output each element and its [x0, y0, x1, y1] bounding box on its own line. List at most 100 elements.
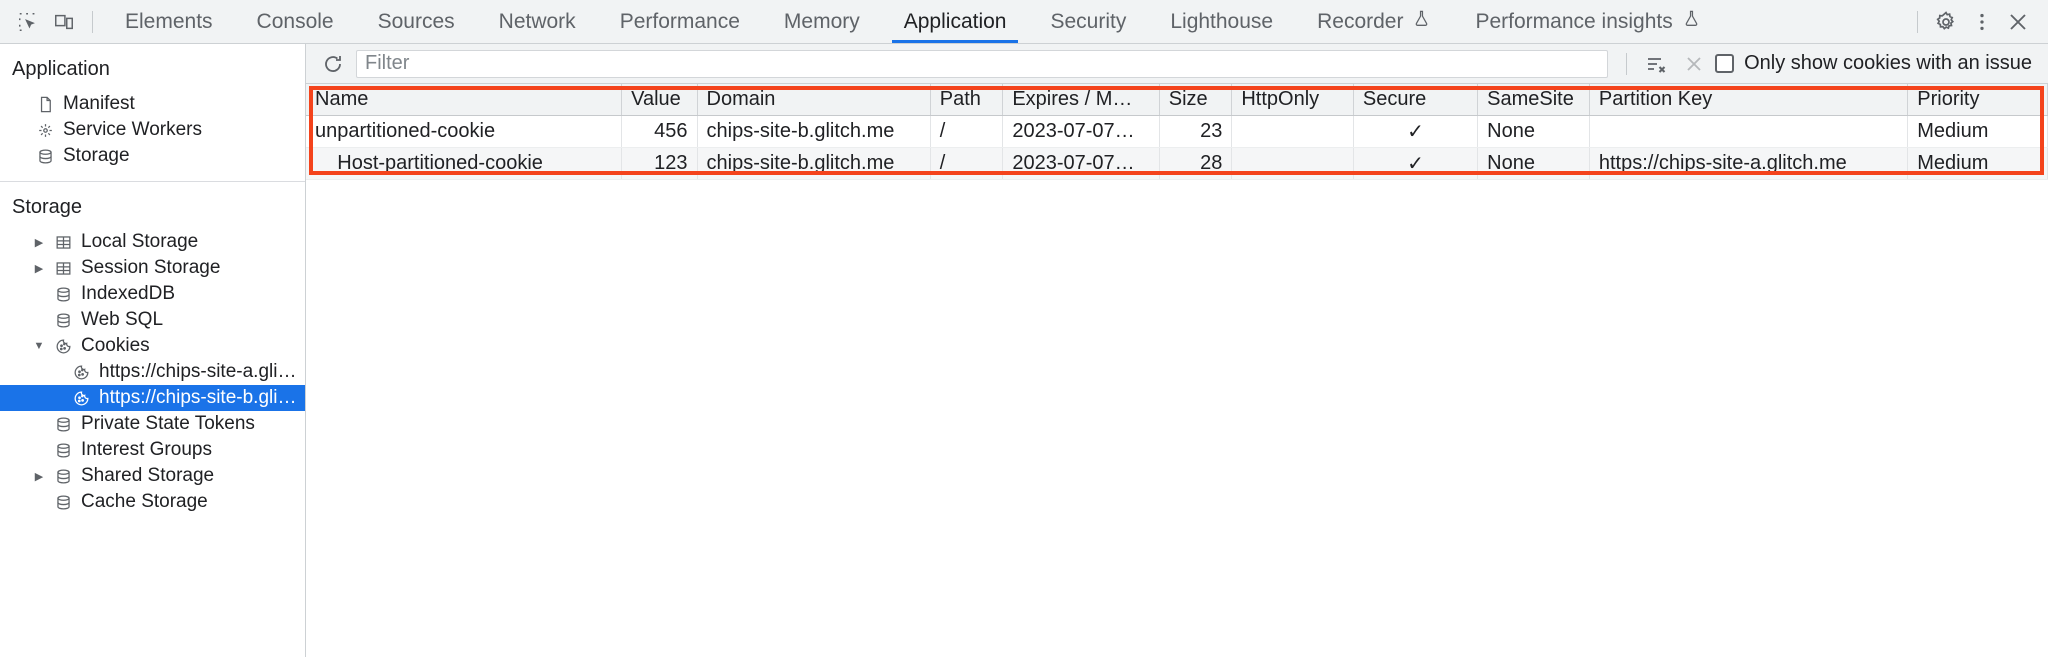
column-header-priority[interactable]: Priority	[1907, 84, 2048, 116]
application-section-title: Application	[12, 58, 110, 80]
column-header-value[interactable]: Value	[621, 84, 698, 116]
toolbar-divider	[92, 10, 93, 33]
sidebar-item-session-storage[interactable]: ▶ Session Storage	[0, 255, 305, 281]
experiment-flask-icon	[1412, 9, 1431, 34]
tab-elements[interactable]: Elements	[103, 0, 235, 43]
database-icon	[50, 415, 76, 434]
chevron-down-icon[interactable]: ▼	[33, 340, 45, 352]
sidebar-item-manifest[interactable]: Manifest	[0, 91, 305, 117]
device-toolbar-icon[interactable]	[46, 6, 82, 38]
tab-recorder[interactable]: Recorder	[1295, 0, 1453, 43]
tab-lighthouse[interactable]: Lighthouse	[1148, 0, 1295, 43]
column-header-size[interactable]: Size	[1159, 84, 1233, 116]
column-header-partition-key[interactable]: Partition Key	[1589, 84, 1909, 116]
tab-console[interactable]: Console	[235, 0, 356, 43]
checkbox-box[interactable]	[1715, 54, 1735, 73]
column-header-path[interactable]: Path	[930, 84, 1004, 116]
close-devtools-icon[interactable]	[2000, 6, 2036, 38]
toolbar-divider-right	[1917, 10, 1918, 33]
sidebar-item-storage[interactable]: Storage	[0, 143, 305, 169]
tab-label: Console	[256, 9, 334, 33]
cell-path: /	[930, 147, 1004, 180]
tab-label: Memory	[783, 9, 860, 33]
sidebar-item-cache-storage[interactable]: Cache Storage	[0, 489, 305, 515]
tab-performance-insights[interactable]: Performance insights	[1453, 0, 1722, 43]
tab-sources[interactable]: Sources	[356, 0, 477, 43]
sidebar-item-label: Web SQL	[81, 309, 164, 330]
column-header-samesite[interactable]: SameSite	[1477, 84, 1590, 116]
sidebar-item-label: Private State Tokens	[81, 413, 255, 434]
sidebar-item-label: IndexedDB	[81, 283, 176, 304]
cell-httponly	[1231, 115, 1354, 148]
column-header-expires-m[interactable]: Expires / M…	[1002, 84, 1160, 116]
sidebar-item-https-chips-site-a-glitch-me[interactable]: https://chips-site-a.glitch.me	[0, 359, 305, 385]
sidebar-item-cookies[interactable]: ▼Cookies	[0, 333, 305, 359]
storage-section-title: Storage	[12, 196, 83, 218]
refresh-icon[interactable]	[316, 49, 350, 79]
tab-memory[interactable]: Memory	[762, 0, 882, 43]
sidebar-item-indexeddb[interactable]: IndexedDB	[0, 281, 305, 307]
cell-secure: ✓	[1353, 115, 1479, 148]
sidebar-item-label: Local Storage	[81, 231, 199, 252]
tab-application[interactable]: Application	[882, 0, 1029, 43]
settings-gear-icon[interactable]	[1928, 6, 1964, 38]
sidebar-item-local-storage[interactable]: ▶ Local Storage	[0, 229, 305, 255]
tab-label: Elements	[125, 9, 213, 33]
sidebar-item-service-workers[interactable]: Service Workers	[0, 117, 305, 143]
tab-network[interactable]: Network	[477, 0, 598, 43]
sidebar-item-label: https://chips-site-b.glitch.me	[99, 387, 299, 408]
tab-performance[interactable]: Performance	[598, 0, 762, 43]
chevron-right-icon[interactable]: ▶	[34, 470, 44, 483]
manifest-file-icon	[32, 95, 58, 114]
service-workers-icon	[32, 121, 58, 140]
cell-size: 23	[1159, 115, 1233, 148]
cell-samesite: None	[1477, 115, 1590, 148]
sidebar-item-web-sql[interactable]: Web SQL	[0, 307, 305, 333]
column-header-httponly[interactable]: HttpOnly	[1231, 84, 1354, 116]
sidebar-item-label: https://chips-site-a.glitch.me	[99, 361, 299, 382]
only-show-issues-checkbox[interactable]: Only show cookies with an issue	[1715, 52, 2040, 75]
cell-value: 123	[621, 147, 698, 180]
chevron-right-icon[interactable]: ▶	[34, 236, 44, 249]
sidebar-item-https-chips-site-b-glitch-me[interactable]: https://chips-site-b.glitch.me	[0, 385, 305, 411]
tab-label: Lighthouse	[1170, 9, 1274, 33]
sidebar-item-private-state-tokens[interactable]: Private State Tokens	[0, 411, 305, 437]
cookies-filter-bar: Filter Only show cookies with an	[306, 44, 2048, 84]
cell-name: unpartitioned-cookie	[306, 115, 623, 148]
cell-name: __Host-partitioned-cookie	[306, 147, 623, 180]
filter-placeholder: Filter	[365, 52, 410, 74]
column-header-secure[interactable]: Secure	[1353, 84, 1479, 116]
sidebar-item-label: Cache Storage	[81, 491, 208, 512]
more-options-icon[interactable]	[1964, 6, 2000, 38]
filter-input[interactable]: Filter	[356, 49, 1609, 78]
clear-all-cookies-icon[interactable]	[1639, 49, 1673, 79]
checkbox-label: Only show cookies with an issue	[1744, 52, 2032, 74]
cell-partition-key	[1589, 115, 1909, 148]
sidebar-item-shared-storage[interactable]: ▶Shared Storage	[0, 463, 305, 489]
inspect-element-icon[interactable]	[10, 6, 46, 38]
database-icon	[50, 467, 76, 486]
sidebar-item-interest-groups[interactable]: Interest Groups	[0, 437, 305, 463]
cookie-icon	[68, 389, 94, 408]
delete-selected-cookie-icon[interactable]	[1677, 49, 1711, 79]
cell-size: 28	[1159, 147, 1233, 180]
tab-security[interactable]: Security	[1028, 0, 1148, 43]
tab-label: Sources	[377, 9, 455, 33]
column-header-name[interactable]: Name	[306, 84, 623, 116]
column-header-domain[interactable]: Domain	[697, 84, 931, 116]
chevron-right-icon[interactable]: ▶	[34, 262, 44, 275]
sidebar-item-label: Session Storage	[81, 257, 221, 278]
sidebar-item-label: Storage	[63, 145, 130, 166]
cell-value: 456	[621, 115, 698, 148]
cell-domain: chips-site-b.glitch.me	[697, 115, 931, 148]
